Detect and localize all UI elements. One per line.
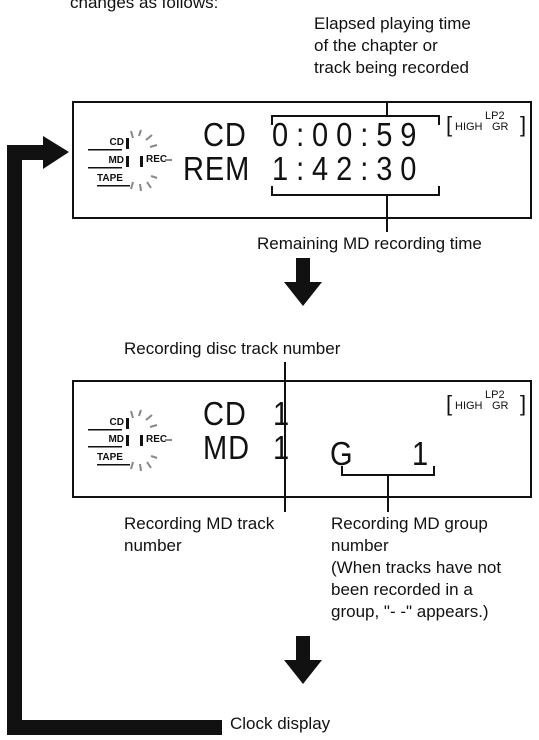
mode-gr: GR bbox=[492, 121, 509, 133]
mode-high: HIGH bbox=[455, 121, 483, 133]
elapsed-bracket bbox=[271, 102, 440, 125]
group-label: G bbox=[330, 435, 354, 472]
md-group-callout-line-3: (When tracks have not bbox=[331, 558, 502, 577]
group-value: 1 bbox=[412, 435, 430, 472]
source-tape-indicator-2: TAPE bbox=[97, 452, 123, 463]
md-track-callout-line-2: number bbox=[124, 536, 182, 555]
display2-row2-label: MD bbox=[203, 429, 250, 466]
mode-high-2: HIGH bbox=[455, 400, 483, 412]
display-panel-track bbox=[72, 380, 532, 498]
mode-gr-2: GR bbox=[492, 400, 509, 412]
down-arrow-icon bbox=[284, 258, 322, 306]
md-group-callout-line-5: group, "- -" appears.) bbox=[331, 602, 489, 621]
source-underline-tape bbox=[97, 185, 130, 187]
clock-display-callout: Clock display bbox=[230, 714, 331, 733]
display-panel-time bbox=[72, 101, 532, 219]
source-cd-indicator: CD bbox=[109, 137, 124, 148]
md-group-callout-line-4: been recorded in a bbox=[331, 580, 473, 599]
return-loop-arrow bbox=[7, 136, 222, 735]
md-track-callout-line-1: Recording MD track bbox=[124, 514, 275, 533]
mode-bracket-left-2: [ bbox=[446, 391, 453, 416]
remaining-time-value: 1:42:30 bbox=[272, 150, 425, 187]
mode-lp2: LP2 bbox=[485, 110, 505, 122]
source-md-indicator-2: MD bbox=[108, 434, 124, 445]
mode-bracket-left: [ bbox=[446, 112, 453, 137]
elapsed-time-value: 0:00:59 bbox=[272, 116, 425, 153]
group-bracket bbox=[341, 466, 435, 512]
source-underline-cd bbox=[88, 149, 122, 151]
source-underline-md bbox=[88, 167, 122, 169]
rec-indicator: REC bbox=[146, 154, 168, 165]
rec-indicator-2: REC bbox=[146, 434, 168, 445]
mode-bracket-right: ] bbox=[520, 112, 527, 137]
display1-row2-label: REM bbox=[183, 150, 251, 187]
down-arrow-icon-2 bbox=[284, 636, 322, 684]
mode-bracket-right-2: ] bbox=[520, 391, 527, 416]
elapsed-callout-line-3: track being recorded bbox=[314, 58, 469, 77]
elapsed-callout-line-1: Elapsed playing time bbox=[314, 14, 471, 33]
rec-blink-rays-2 bbox=[130, 409, 172, 472]
mode-lp2-2: LP2 bbox=[485, 389, 505, 401]
intro-text: changes as follows: bbox=[70, 0, 219, 12]
source-cd-indicator-2: CD bbox=[109, 417, 124, 428]
display2-row1-label: CD bbox=[203, 395, 247, 432]
display1-row1-label: CD bbox=[203, 116, 247, 153]
md-group-callout-line-2: number bbox=[331, 536, 389, 555]
remaining-bracket bbox=[271, 186, 440, 232]
disc-track-callout: Recording disc track number bbox=[124, 339, 341, 358]
remaining-callout: Remaining MD recording time bbox=[257, 234, 482, 253]
elapsed-callout-line-2: of the chapter or bbox=[314, 36, 438, 55]
source-tape-indicator: TAPE bbox=[97, 173, 123, 184]
source-md-indicator: MD bbox=[108, 155, 124, 166]
rec-blink-rays bbox=[130, 129, 172, 192]
md-group-callout-line-1: Recording MD group bbox=[331, 514, 488, 533]
